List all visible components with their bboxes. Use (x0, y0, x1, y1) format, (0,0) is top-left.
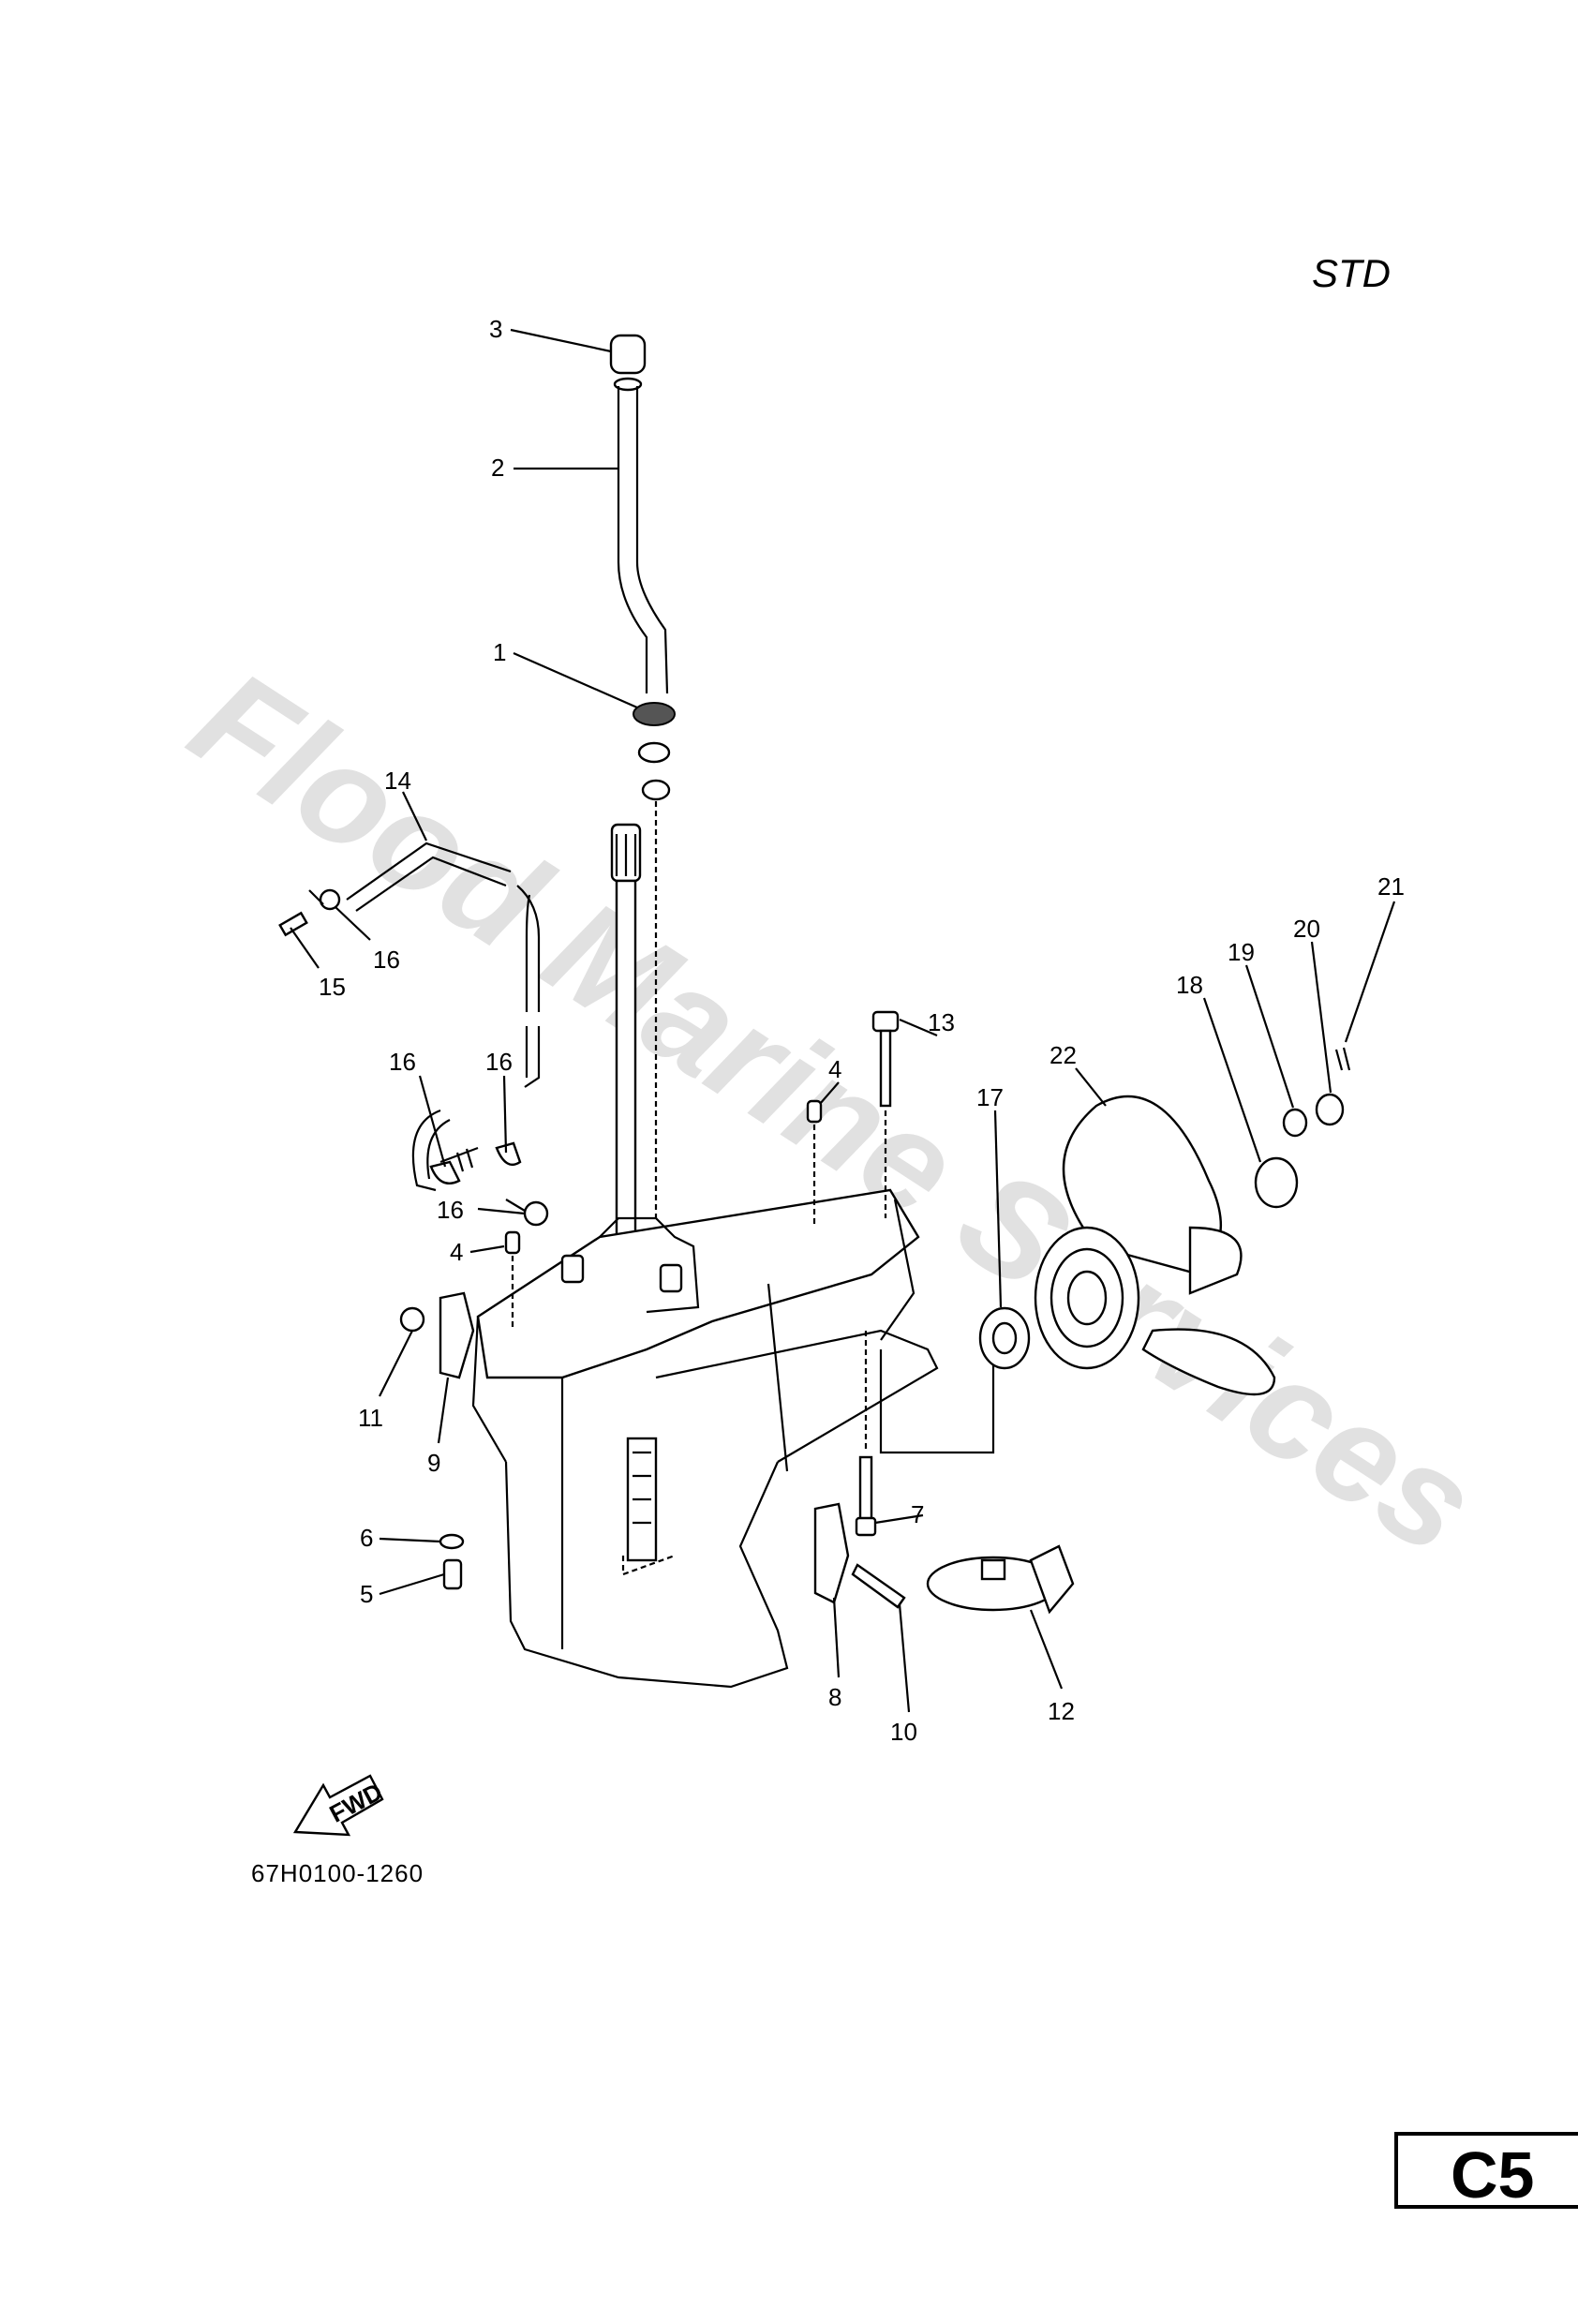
anode-part-8 (813, 1502, 850, 1604)
water-tube-part-2 (617, 386, 648, 693)
callout-16: 16 (373, 946, 400, 974)
bolt-part-13 (871, 1010, 900, 1033)
callout-10: 10 (890, 1718, 917, 1746)
bolt-part-5 (442, 1558, 463, 1590)
callout-19: 19 (1228, 938, 1255, 966)
washer-part-19 (1282, 1108, 1308, 1138)
hose-assembly (278, 842, 549, 1227)
callout-17: 17 (976, 1083, 1004, 1111)
callout-7: 7 (911, 1500, 924, 1528)
callout-9: 9 (427, 1449, 440, 1477)
callout-20: 20 (1293, 915, 1320, 943)
callout-4: 4 (828, 1055, 841, 1083)
callout-12: 12 (1048, 1697, 1075, 1725)
callout-16: 16 (437, 1196, 464, 1224)
cotter-pin-part-21 (1334, 1047, 1351, 1071)
drawing-code: 67H0100-1260 (251, 1859, 424, 1887)
variant-label: STD (1312, 251, 1391, 295)
page-id-box: C5 (1394, 2132, 1578, 2212)
callout-labels: 3 2 1 14 16 15 16 16 16 4 4 13 17 22 18 … (319, 315, 1405, 1746)
nut-part-20 (1315, 1093, 1345, 1126)
callout-13: 13 (928, 1008, 955, 1036)
callout-3: 3 (489, 315, 502, 343)
callout-18: 18 (1176, 971, 1203, 999)
trim-tab-part-12 (926, 1544, 1075, 1615)
callout-15: 15 (319, 973, 346, 1001)
bolt-part-7 (858, 1455, 873, 1525)
leader-lines (290, 328, 1396, 1713)
callout-11: 11 (358, 1404, 383, 1432)
drive-shaft (610, 801, 658, 1248)
seal-part-1 (633, 702, 676, 726)
callout-21: 21 (1377, 872, 1405, 901)
callout-4: 4 (450, 1238, 463, 1266)
callout-5: 5 (360, 1580, 373, 1608)
callout-6: 6 (360, 1524, 373, 1552)
callout-16: 16 (485, 1048, 513, 1076)
callout-2: 2 (491, 454, 504, 482)
callout-22: 22 (1050, 1041, 1077, 1069)
callout-14: 14 (384, 767, 411, 795)
spacer-part-18 (1254, 1156, 1299, 1209)
dowel-pin-part-4b (504, 1230, 521, 1255)
small-parts (399, 1010, 906, 1609)
bolt-part-10 (851, 1563, 906, 1609)
callout-8: 8 (828, 1683, 841, 1711)
callout-16: 16 (389, 1048, 416, 1076)
callout-1: 1 (493, 638, 506, 666)
fwd-arrow-icon: FWD (292, 1774, 387, 1837)
dowel-pin-part-4a (806, 1099, 823, 1124)
nut-part-11 (399, 1306, 425, 1333)
anode-part-9 (439, 1291, 475, 1379)
page-id: C5 (1451, 2138, 1535, 2212)
propeller-blade-lower (1141, 1328, 1276, 1396)
water-tube-assembly (609, 334, 676, 801)
washer-part-6 (439, 1533, 465, 1550)
lower-casing (471, 1188, 995, 1689)
propeller-assembly (978, 1047, 1351, 1396)
grommet-part-3 (609, 334, 647, 375)
